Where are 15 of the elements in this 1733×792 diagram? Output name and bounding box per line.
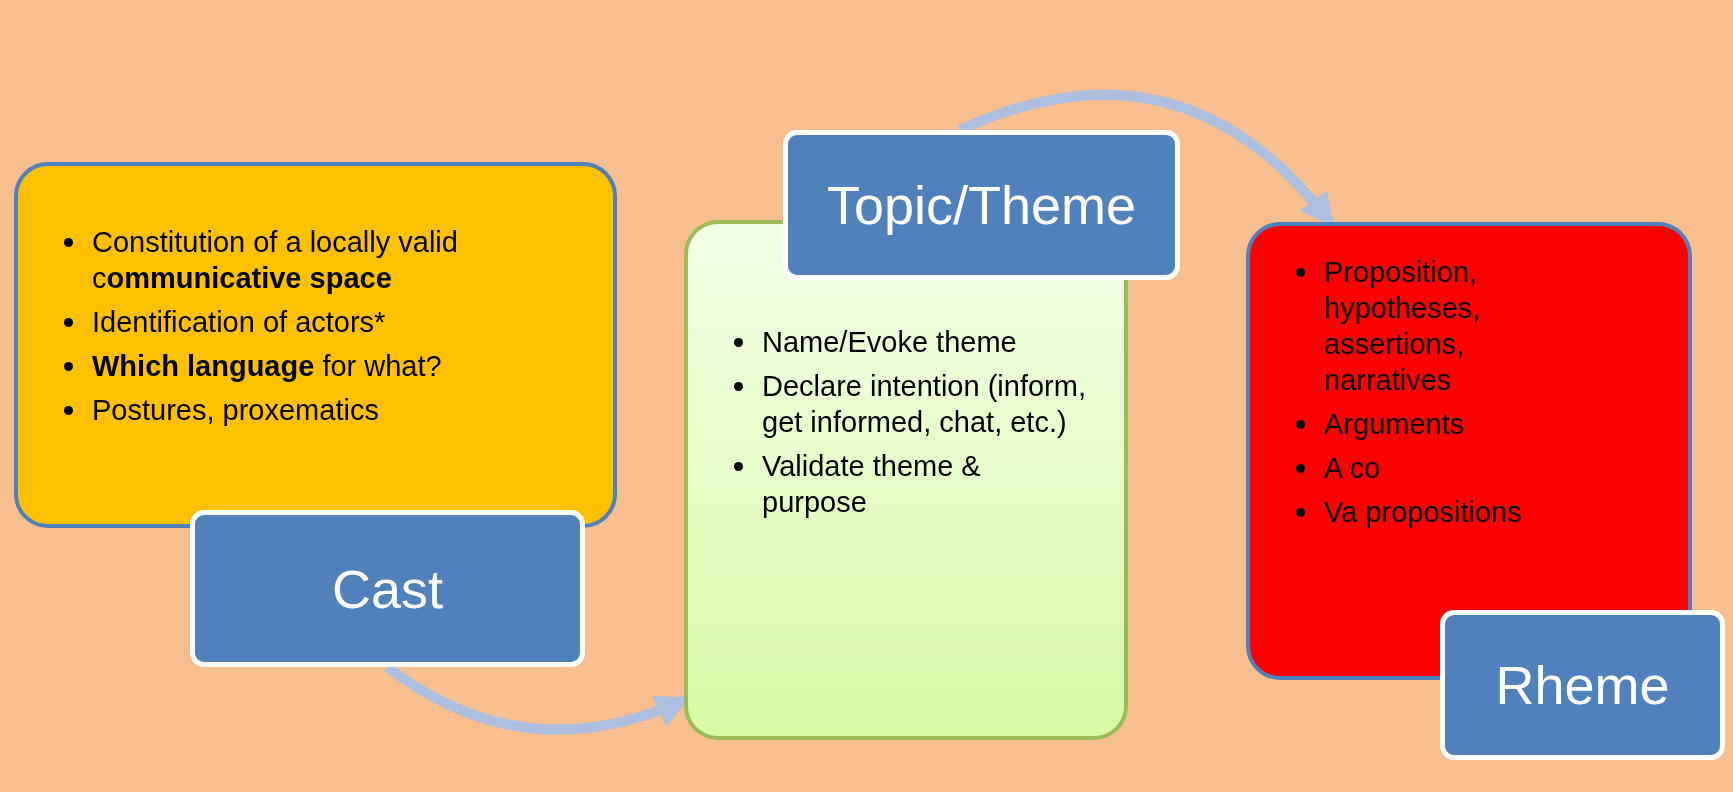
bullet-item: Validate theme & purpose <box>762 450 981 518</box>
bullet-item: Constitution of a locally valid communicative space <box>92 226 458 294</box>
bullet-item: Arguments <box>1324 408 1465 440</box>
title-tab: Topic/Theme <box>783 130 1180 280</box>
bullet-item: Which language for what? <box>92 350 442 382</box>
bullet-item: Postures, proxematics <box>92 394 379 426</box>
bullet-item: Proposition, hypotheses, assertions, narratives <box>1324 256 1481 396</box>
bullet-card <box>14 162 617 528</box>
bullet-item: Declare intention (inform, get informed, chat, etc.) <box>762 370 1086 438</box>
title-tab: Cast <box>190 510 585 667</box>
bullet-item: Va propositions <box>1324 496 1522 528</box>
bullet-item: A co <box>1324 452 1381 484</box>
bullet-item: Identification of actors* <box>92 306 386 338</box>
bullet-item: Name/Evoke theme <box>762 326 1017 358</box>
title-tab: Rheme <box>1440 610 1725 760</box>
